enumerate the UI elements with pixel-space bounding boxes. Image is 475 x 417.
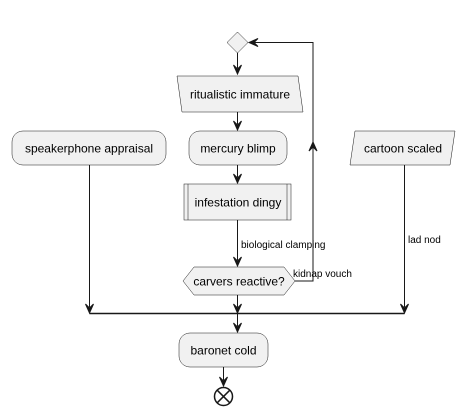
arrow-head — [233, 64, 242, 76]
node-baronet-cold-label: baronet cold — [190, 344, 256, 358]
arrow-head — [247, 38, 259, 47]
end-node-icon — [213, 386, 234, 407]
node-ritualistic-immature — [176, 75, 304, 113]
node-cartoon-scaled — [349, 130, 456, 166]
arrow-head — [233, 322, 242, 334]
arrow-head — [233, 173, 242, 185]
arrow-head — [219, 376, 228, 388]
edge-label-biological-clamping: biological clamping — [241, 240, 326, 251]
edge-label-kidnap-vouch: kidnap vouch — [293, 269, 352, 280]
node-mercury-blimp-label: mercury blimp — [200, 142, 276, 156]
node-cartoon-scaled-label: cartoon scaled — [364, 142, 442, 156]
arrow-head — [233, 256, 242, 268]
merge-diamond — [226, 31, 249, 54]
node-ritualistic-immature-label: ritualistic immature — [190, 88, 290, 102]
node-infestation-dingy-label: infestation dingy — [195, 196, 282, 210]
arrow-head — [233, 120, 242, 132]
arrow-head — [233, 303, 242, 315]
edge-loop-back — [249, 42, 314, 282]
node-speakerphone-appraisal-label: speakerphone appraisal — [25, 142, 153, 156]
node-carvers-reactive-label: carvers reactive? — [193, 275, 285, 289]
arrow-head — [308, 140, 318, 152]
node-infestation-dingy — [183, 183, 292, 221]
edge-label-lad-nod: lad nod — [408, 235, 441, 246]
arrow-head — [400, 303, 409, 315]
arrow-head — [85, 303, 94, 315]
